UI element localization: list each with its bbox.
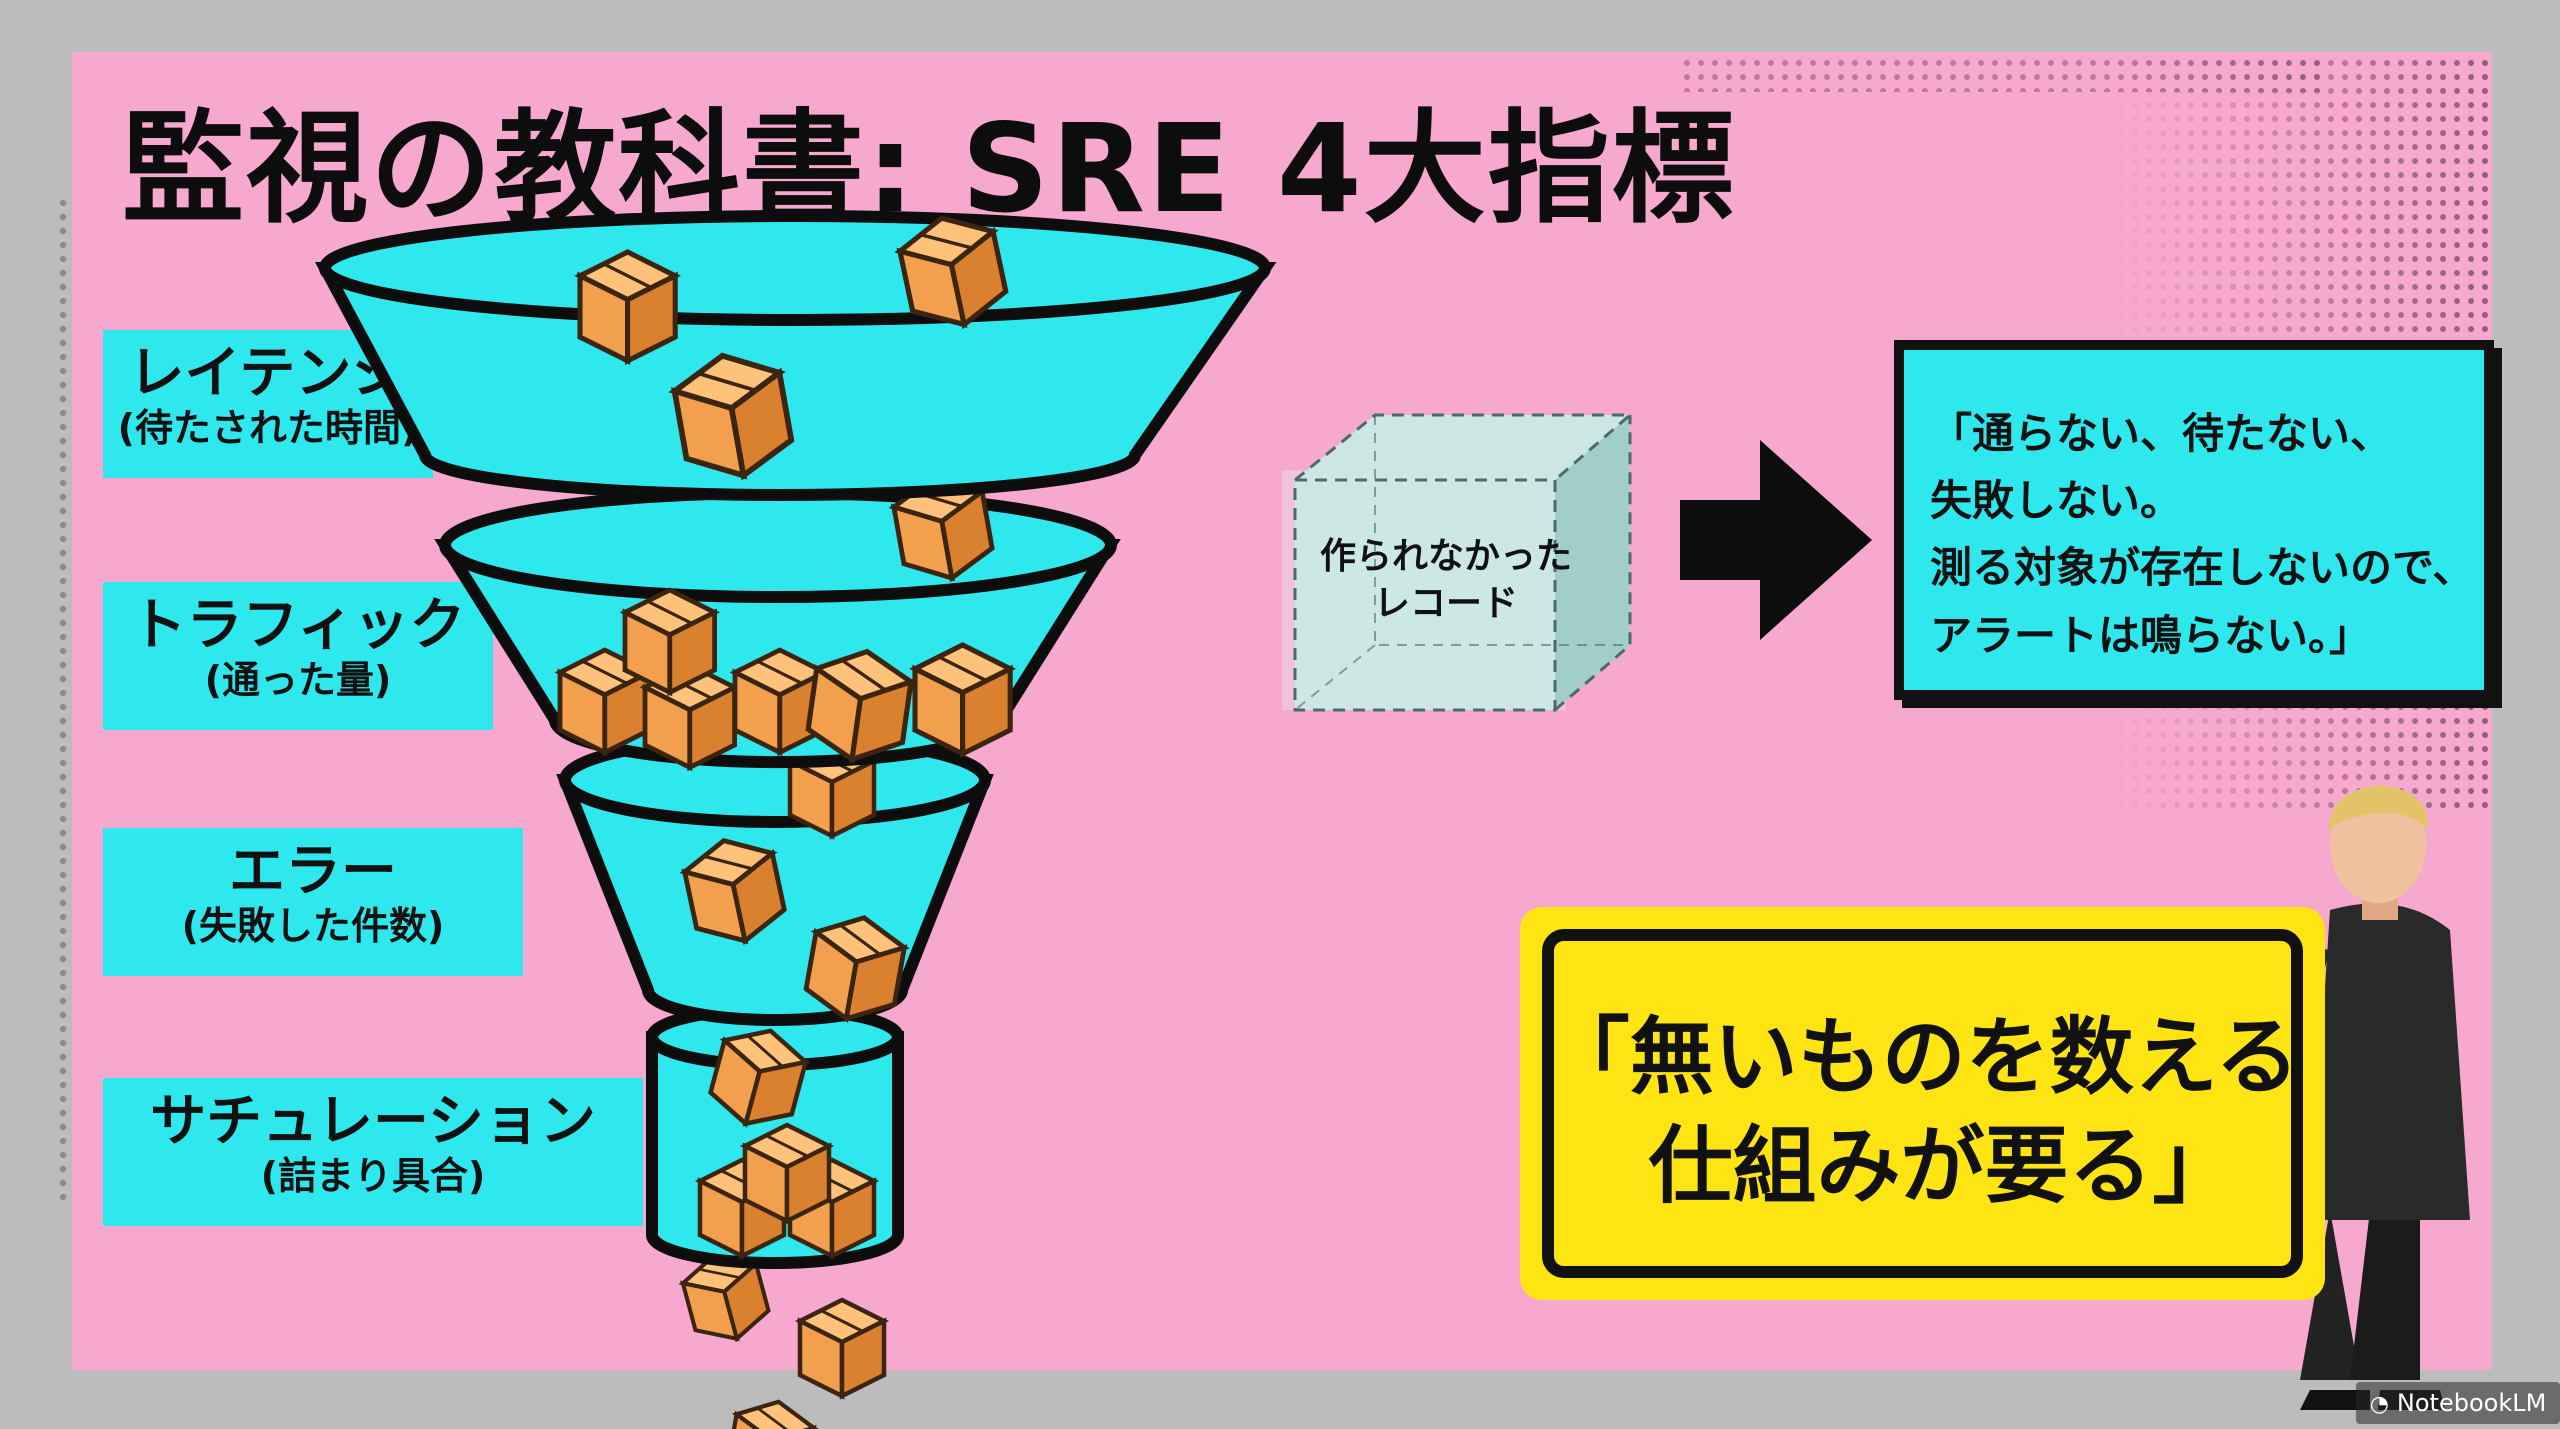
arrow-right-icon xyxy=(1680,440,1872,640)
metric-name: レイテンシ xyxy=(128,341,408,406)
badge-label: NotebookLM xyxy=(2396,1389,2547,1417)
box-icon xyxy=(625,590,715,692)
box-icon xyxy=(800,1300,884,1396)
highlight-line1: 「無いものを数える xyxy=(1545,1008,2300,1106)
notebooklm-badge: ◔ NotebookLM xyxy=(2356,1382,2560,1424)
box-icon xyxy=(745,1125,829,1221)
metric-desc: (待たされた時間) xyxy=(117,406,419,451)
quote-line: アラートは鳴らない。」 xyxy=(1930,610,2372,660)
quote-text: 「通らない、待たない、 失敗しない。 測る対象が存在しないので、 アラートは鳴ら… xyxy=(1930,400,2474,669)
metric-label-errors: エラー (失敗した件数) xyxy=(103,828,523,976)
metric-name: サチュレーション xyxy=(150,1089,596,1154)
notebook-logo-icon: ◔ xyxy=(2369,1392,2389,1417)
ghost-record-label: 作られなかった レコード xyxy=(1296,534,1596,628)
box-icon xyxy=(580,252,675,361)
highlight-text: 「無いものを数える 仕組みが要る」 xyxy=(1520,1003,2325,1221)
metric-label-saturation: サチュレーション (詰まり具合) xyxy=(103,1078,643,1226)
ghost-record-line1: 作られなかった xyxy=(1319,536,1572,577)
highlight-border xyxy=(1542,929,2303,1278)
ghost-record-line2: レコード xyxy=(1373,582,1518,624)
metric-desc: (通った量) xyxy=(204,658,392,703)
metric-label-traffic: トラフィック (通った量) xyxy=(103,582,493,730)
highlight-line2: 仕組みが要る」 xyxy=(1648,1117,2237,1216)
metric-name: エラー xyxy=(229,839,397,904)
box-icon xyxy=(915,645,1010,754)
funnel-tier-latency xyxy=(314,210,1277,501)
ghost-record-cube xyxy=(1282,413,1635,712)
quote-box: 「通らない、待たない、 失敗しない。 測る対象が存在しないので、 アラートは鳴ら… xyxy=(1894,340,2494,700)
metric-desc: (詰まり具合) xyxy=(260,1154,486,1199)
highlight-box: 「無いものを数える 仕組みが要る」 xyxy=(1520,907,2325,1300)
quote-line: 失敗しない。 xyxy=(1930,476,2183,526)
metric-desc: (失敗した件数) xyxy=(181,904,445,949)
metric-name: トラフィック xyxy=(130,593,466,658)
box-icon xyxy=(724,1395,817,1429)
quote-line: 測る対象が存在しないので、 xyxy=(1930,543,2475,593)
quote-line: 「通らない、待たない、 xyxy=(1930,409,2393,458)
